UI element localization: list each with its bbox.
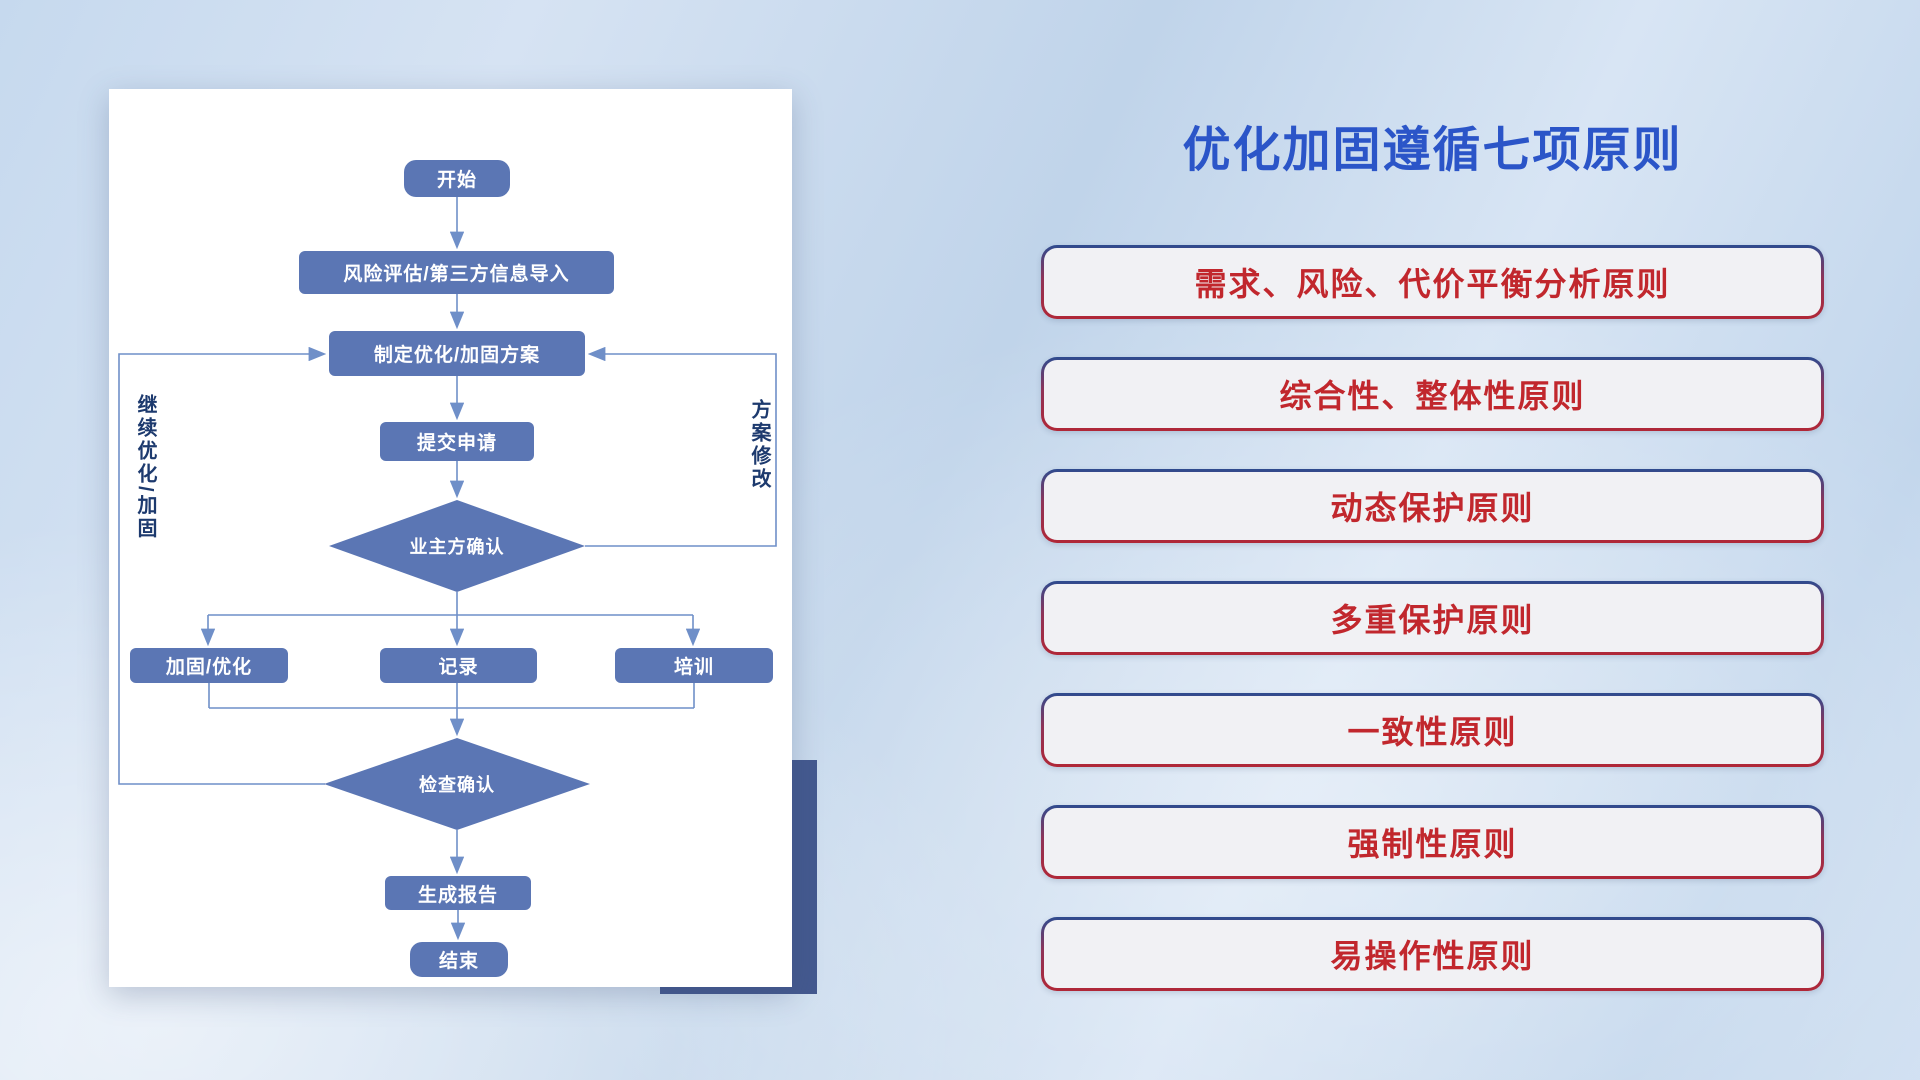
flowchart-connectors [118,197,777,941]
principle-text: 一致性原则 [1347,714,1518,750]
page-title: 优化加固遵循七项原则 [1182,124,1683,177]
principles-list: 需求、风险、代价平衡分析原则 综合性、整体性原则 动态保护原则 多重保护原则 一… [1041,245,1824,991]
principle-box: 需求、风险、代价平衡分析原则 [1041,245,1824,319]
flow-node-end: 结束 [410,942,508,977]
flow-label-continue-loop: 继续优化/加固 [134,394,156,541]
flow-node-training: 培训 [615,648,773,683]
principle-box: 易操作性原则 [1041,917,1824,991]
flow-node-start: 开始 [404,160,510,197]
principle-box: 多重保护原则 [1041,581,1824,655]
principle-text: 易操作性原则 [1330,938,1535,974]
flow-node-submit: 提交申请 [380,422,534,461]
flow-node-risk-import: 风险评估/第三方信息导入 [299,251,614,294]
principle-text: 强制性原则 [1347,826,1518,862]
flow-node-reinforce: 加固/优化 [130,648,288,683]
flow-node-make-plan: 制定优化/加固方案 [329,331,585,376]
flow-label-plan-revision: 方案修改 [748,399,770,491]
principle-text: 多重保护原则 [1330,602,1535,638]
principle-text: 综合性、整体性原则 [1279,378,1586,414]
flow-node-report: 生成报告 [385,876,531,910]
flowchart-card: 开始 风险评估/第三方信息导入 制定优化/加固方案 提交申请 业主方确认 加固/… [109,89,792,987]
principle-box: 强制性原则 [1041,805,1824,879]
principle-box: 一致性原则 [1041,693,1824,767]
principle-text: 动态保护原则 [1330,490,1535,526]
principle-box: 动态保护原则 [1041,469,1824,543]
principle-text: 需求、风险、代价平衡分析原则 [1194,266,1671,302]
flow-node-record: 记录 [380,648,537,683]
principle-box: 综合性、整体性原则 [1041,357,1824,431]
